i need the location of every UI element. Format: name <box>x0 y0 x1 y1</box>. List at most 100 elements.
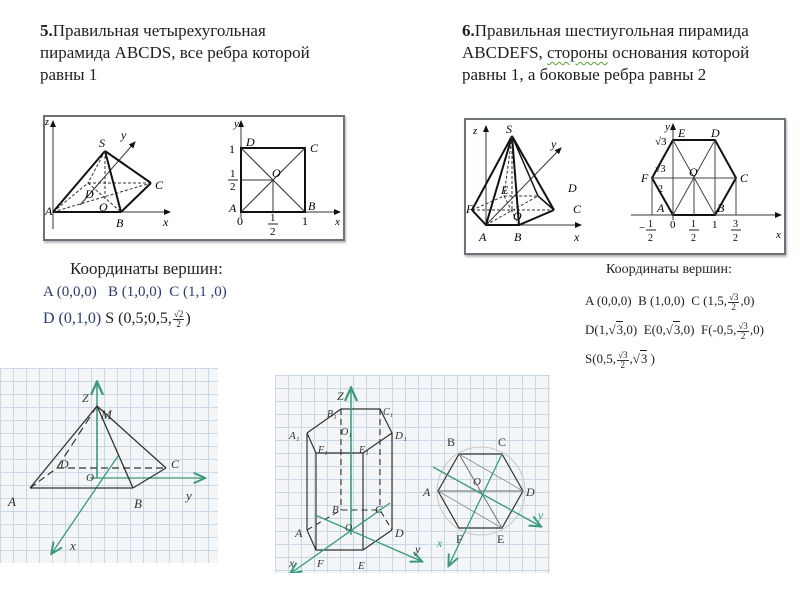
task5-title: 5.Правильная четырехугольная пирамида AB… <box>40 20 370 86</box>
svg-text:x: x <box>573 230 580 244</box>
coord-C6-suffix: ,0) <box>740 293 755 308</box>
svg-text:0: 0 <box>237 214 243 228</box>
svg-text:O: O <box>473 476 481 488</box>
task6-pyramid-3d: z S y E D F C O A B x <box>466 122 582 244</box>
coord-S-prefix: S (0,5;0,5, <box>105 310 172 327</box>
svg-text:O: O <box>86 472 94 484</box>
task6-number: 6. <box>462 21 475 40</box>
task6-title-line3: равны 1, а боковые ребра равны 2 <box>462 65 707 84</box>
coord-B6: B (1,0,0) <box>638 293 685 308</box>
task5-number: 5. <box>40 21 53 40</box>
task6-title-line2b: стороны <box>547 43 608 62</box>
svg-text:F: F <box>456 532 463 546</box>
svg-text:E: E <box>357 560 365 572</box>
svg-text:C: C <box>171 457 180 471</box>
svg-text:3: 3 <box>733 219 738 230</box>
svg-text:F: F <box>640 171 649 185</box>
svg-text:B: B <box>134 496 142 511</box>
sketch-hex-prism-drawing: Z B₁ C₁ A₁ O₁ D₁ F₁ E₁ B C O A D x F E y… <box>275 375 544 573</box>
svg-text:0: 0 <box>670 219 676 231</box>
svg-text:A: A <box>228 201 237 215</box>
task6-title: 6.Правильная шестиугольная пирамида ABCD… <box>462 20 792 86</box>
svg-text:A: A <box>7 494 16 509</box>
coord-D: D (0,1,0) <box>43 310 102 327</box>
task5-figure-box: z S y C D O A B x y D C O A B 1 1 2 0 1 … <box>43 115 345 241</box>
svg-text:B: B <box>308 199 316 213</box>
svg-text:y: y <box>664 121 670 133</box>
svg-text:D: D <box>59 457 69 471</box>
task6-figure-box: z S y E D F C O A B x y E D O F C A B √3… <box>464 118 786 255</box>
svg-text:C: C <box>573 202 582 216</box>
svg-text:A: A <box>294 526 303 540</box>
svg-text:Z: Z <box>337 389 344 403</box>
svg-text:D₁: D₁ <box>394 430 407 442</box>
svg-text:O: O <box>99 200 108 214</box>
svg-text:2: 2 <box>658 184 663 195</box>
svg-text:x: x <box>334 216 340 228</box>
task5-pyramid-3d: z S y C D O A B x <box>45 117 171 230</box>
svg-text:−: − <box>639 222 645 234</box>
svg-text:x: x <box>436 536 443 550</box>
svg-text:A₁: A₁ <box>288 430 300 442</box>
svg-text:x: x <box>775 229 781 241</box>
svg-text:M: M <box>100 407 113 422</box>
svg-text:F: F <box>466 202 474 216</box>
svg-text:2: 2 <box>230 181 236 193</box>
coord-A: A (0,0,0) <box>43 284 97 300</box>
svg-text:O: O <box>513 209 522 223</box>
coord-S6-suffix: ) <box>647 351 655 366</box>
svg-text:C: C <box>155 178 164 192</box>
svg-text:O₁: O₁ <box>341 427 352 438</box>
task6-coords-title: Координаты вершин: <box>606 262 732 277</box>
task6-title-line2c: основания которой <box>607 43 750 62</box>
task5-title-line2: пирамида ABCDS, все ребра которой <box>40 43 310 62</box>
svg-text:y: y <box>414 542 421 556</box>
coord-E6-suffix: ,0) <box>680 322 695 337</box>
svg-text:1: 1 <box>230 168 236 180</box>
task5-title-line3: равны 1 <box>40 65 98 84</box>
svg-text:A: A <box>478 230 487 244</box>
svg-text:2: 2 <box>648 233 653 244</box>
sketch-hex-prism: Z B₁ C₁ A₁ O₁ D₁ F₁ E₁ B C O A D x F E y… <box>275 375 550 573</box>
svg-text:√3: √3 <box>655 164 666 175</box>
svg-text:C: C <box>375 504 383 516</box>
svg-text:1: 1 <box>712 219 718 231</box>
svg-text:E: E <box>500 183 509 197</box>
svg-text:D: D <box>710 126 720 140</box>
task6-title-line1: Правильная шестиугольная пирамида <box>474 21 749 40</box>
svg-text:1: 1 <box>648 219 653 230</box>
task6-hexagon-2d: y E D O F C A B √3 √3 2 − 1 2 0 1 2 1 3 … <box>631 121 782 244</box>
svg-text:B: B <box>332 504 339 516</box>
svg-text:D: D <box>567 181 577 195</box>
coord-S-suffix: ) <box>185 310 191 327</box>
task5-coords-line1: A (0,0,0) B (1,0,0) C (1,1 ,0) <box>43 281 227 303</box>
coord-S6-mid: , <box>629 351 633 366</box>
coord-F6-suffix: ,0) <box>749 322 764 337</box>
coord-F6-prefix: F(-0,5, <box>700 322 737 337</box>
svg-text:D: D <box>394 526 404 540</box>
coord-B: B (1,0,0) <box>108 284 162 300</box>
svg-text:Z: Z <box>82 391 89 405</box>
svg-text:S: S <box>99 136 105 150</box>
svg-text:B: B <box>447 435 455 449</box>
svg-text:A: A <box>422 485 431 499</box>
svg-text:D: D <box>245 135 255 149</box>
svg-text:2: 2 <box>733 233 738 244</box>
svg-text:z: z <box>472 125 478 137</box>
sketch-square-pyramid: Z M D C O A B x y <box>0 368 218 563</box>
coord-A6: A (0,0,0) <box>585 293 632 308</box>
svg-text:E: E <box>497 532 504 546</box>
svg-text:1: 1 <box>302 214 308 228</box>
svg-text:A: A <box>45 204 53 218</box>
svg-text:C: C <box>310 141 319 155</box>
coord-D6-suffix: ,0) <box>623 322 638 337</box>
svg-text:y: y <box>233 118 239 130</box>
task5-coords-title: Координаты вершин: <box>70 259 223 278</box>
coord-E6-prefix: E(0, <box>643 322 666 337</box>
svg-text:E: E <box>677 126 686 140</box>
